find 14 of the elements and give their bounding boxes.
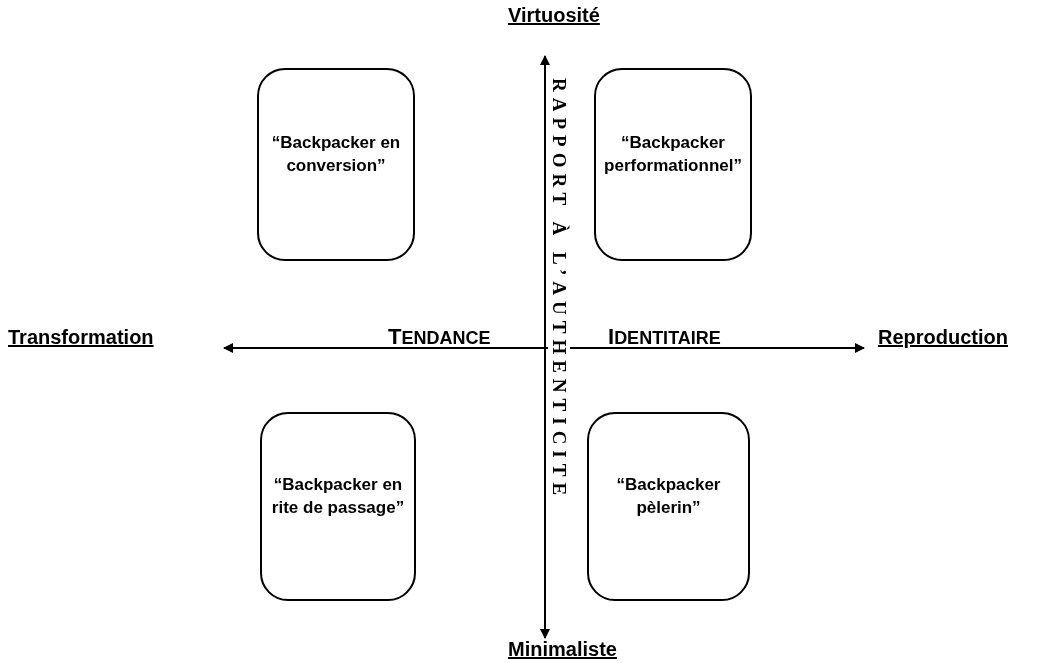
axis-end-label: Virtuosité [508, 4, 600, 27]
axis-end-label: Minimaliste [508, 638, 617, 661]
axis-title: TENDANCE [388, 324, 491, 350]
axis-end-label: Transformation [8, 326, 154, 349]
quadrant-label: “Backpacker en rite de passage” [270, 473, 406, 519]
quadrant-label: “Backpacker en conversion” [270, 131, 402, 177]
quadrant-box [587, 412, 750, 601]
quadrant-label: “Backpacker pèlerin” [615, 473, 722, 519]
quadrant-box [257, 68, 415, 261]
quadrant-label: “Backpacker performationnel” [603, 131, 743, 177]
quadrant-box [594, 68, 752, 261]
quadrant-box [260, 412, 416, 601]
axis-title: IDENTITAIRE [608, 324, 721, 350]
axis-end-label: Reproduction [878, 326, 1008, 349]
